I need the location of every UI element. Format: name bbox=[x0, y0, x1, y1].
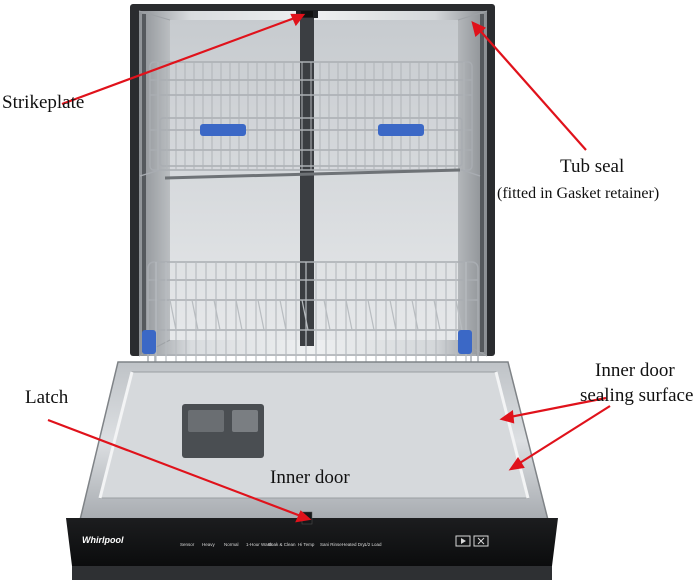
upper-rack-tines bbox=[157, 62, 465, 170]
start-button-icon bbox=[455, 535, 471, 547]
control-panel-button-label: 1-Hour Wash bbox=[246, 542, 273, 547]
rack-wire bbox=[433, 299, 441, 331]
cancel-button-icon bbox=[473, 535, 489, 547]
rack-wire bbox=[389, 299, 397, 331]
label-tub-seal-note: (fitted in Gasket retainer) bbox=[497, 185, 660, 202]
control-panel-button-label: Hi Temp bbox=[298, 542, 315, 547]
sealing-surface-arrow-upper bbox=[504, 396, 607, 420]
brand-logo: Whirlpool bbox=[82, 535, 124, 545]
label-inner-door: Inner door bbox=[270, 467, 350, 488]
rack-wire bbox=[213, 299, 221, 331]
rack-wire bbox=[323, 299, 331, 331]
rack-wire bbox=[367, 299, 375, 331]
control-panel-button-label: 1/2 Load bbox=[364, 542, 382, 547]
label-strikeplate: Strikeplate bbox=[2, 92, 85, 113]
upper-rack-clip-right bbox=[378, 124, 424, 136]
label-inner-door-sealing-line2: sealing surface bbox=[580, 385, 694, 406]
control-panel-button-label: Soak & Clean bbox=[268, 542, 296, 547]
upper-rack-clip-left bbox=[200, 124, 246, 136]
sealing-surface-arrow-lower bbox=[514, 405, 611, 467]
control-panel: Whirlpool Sensor Heavy Normal 1-Hour WashSo… bbox=[66, 511, 558, 580]
label-tub-seal: Tub seal bbox=[560, 156, 625, 177]
label-latch: Latch bbox=[25, 387, 69, 408]
rack-wire bbox=[279, 299, 287, 331]
lower-rack-clip-left bbox=[142, 330, 156, 354]
latch-arrow bbox=[47, 418, 307, 520]
control-panel-button-label: Sensor bbox=[180, 542, 195, 547]
rack-wire bbox=[257, 299, 265, 331]
control-panel-button-label: Heated Dry bbox=[342, 542, 366, 547]
rack-wire bbox=[191, 299, 199, 331]
inner-door bbox=[79, 361, 549, 530]
control-panel-button-label: Normal bbox=[224, 542, 239, 547]
rack-wire bbox=[455, 299, 463, 331]
control-panel-button-label: Sani Rinse bbox=[320, 542, 342, 547]
rack-wire bbox=[235, 299, 243, 331]
dishwasher-body bbox=[130, 4, 495, 357]
annotation-arrows bbox=[47, 13, 611, 523]
rack-wire bbox=[411, 299, 419, 331]
rack-wire bbox=[301, 299, 309, 331]
lower-rack-clip-right bbox=[458, 330, 472, 354]
tub-seal-arrow bbox=[475, 25, 587, 151]
rack-wire bbox=[345, 299, 353, 331]
label-inner-door-sealing-line1: Inner door bbox=[595, 360, 675, 381]
strikeplate-arrow bbox=[61, 14, 301, 106]
rack-wire bbox=[169, 299, 177, 331]
control-panel-button-label: Heavy bbox=[202, 542, 216, 547]
strikeplate bbox=[301, 11, 313, 17]
